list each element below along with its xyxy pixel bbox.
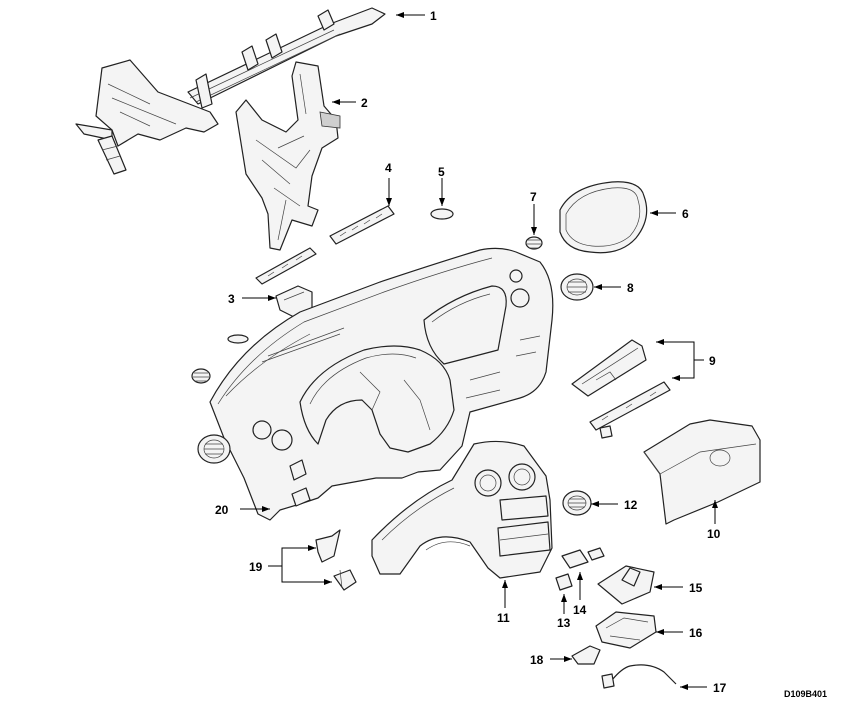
small-oval-cover <box>227 334 249 344</box>
part-3-bracket <box>255 247 317 319</box>
callout-12: 12 <box>624 498 638 512</box>
callout-4: 4 <box>385 161 392 175</box>
part-15-shift-bezel <box>597 565 655 605</box>
part-12-vent-right-lower <box>562 490 592 516</box>
callout-14: 14 <box>573 603 587 617</box>
part-13-switch <box>555 573 573 591</box>
part-9-reinforcement-brackets <box>571 339 671 439</box>
part-7-small-vent <box>525 236 543 250</box>
part-1-crossmember-beam <box>75 7 386 175</box>
callout-3: 3 <box>228 292 235 306</box>
callout-15: 15 <box>689 581 703 595</box>
part-2-center-bracket <box>235 61 341 251</box>
callout-11: 11 <box>497 611 510 625</box>
callout-labels: 1 2 4 5 7 6 8 3 9 20 12 10 19 15 14 11 1… <box>215 9 827 699</box>
part-17-harness <box>601 664 677 689</box>
figure-code: D109B401 <box>784 689 827 699</box>
side-vent-small-left <box>191 368 211 384</box>
leader-lines <box>240 12 718 690</box>
part-11-center-fascia <box>371 440 553 579</box>
callout-17: 17 <box>713 681 727 695</box>
part-10-glove-box <box>643 419 761 525</box>
callout-2: 2 <box>361 96 368 110</box>
part-20-instrument-panel <box>209 247 554 521</box>
callout-7: 7 <box>530 190 537 204</box>
part-6-airbag-lid <box>559 181 648 254</box>
callout-10: 10 <box>707 527 721 541</box>
callout-8: 8 <box>627 281 634 295</box>
callout-19: 19 <box>249 560 263 574</box>
callout-9: 9 <box>709 354 716 368</box>
side-vent-large-left <box>197 434 231 464</box>
callout-13: 13 <box>557 616 571 630</box>
part-4-defroster-grille <box>329 205 395 245</box>
part-8-side-vent-right <box>560 273 594 301</box>
callout-6: 6 <box>682 207 689 221</box>
callout-20: 20 <box>215 503 229 517</box>
part-5-cover-cap <box>430 208 454 220</box>
part-19-brackets <box>315 529 357 591</box>
part-18-bezel <box>571 645 601 665</box>
part-14-switch <box>561 547 605 569</box>
callout-5: 5 <box>438 165 445 179</box>
part-16-console-tray <box>595 611 657 649</box>
callout-18: 18 <box>530 653 544 667</box>
callout-1: 1 <box>430 9 437 23</box>
callout-16: 16 <box>689 626 703 640</box>
